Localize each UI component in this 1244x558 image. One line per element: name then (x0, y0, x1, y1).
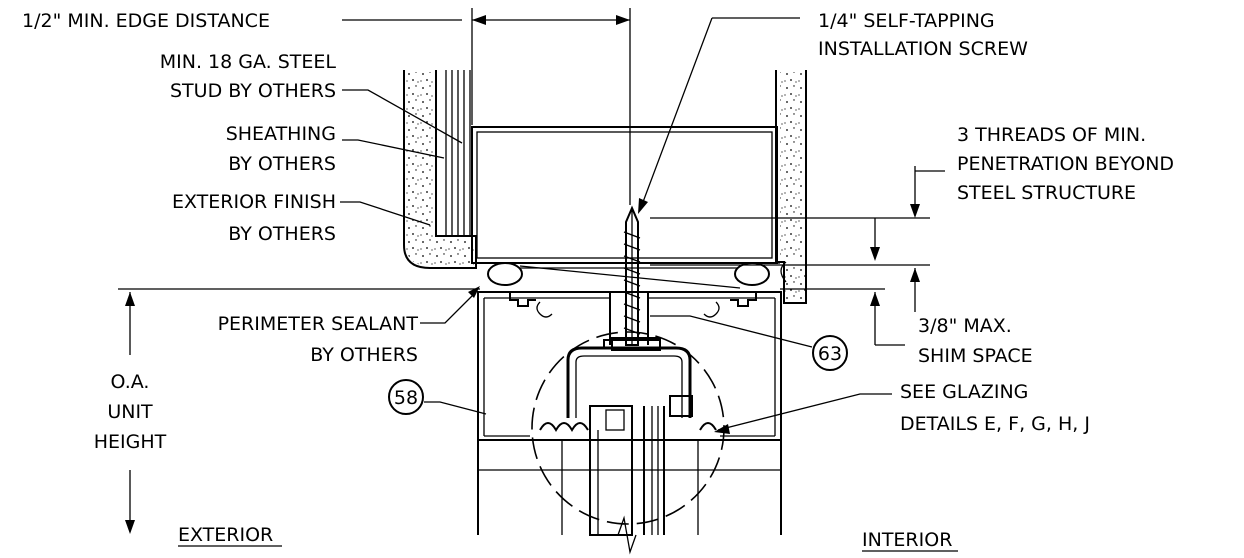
glazing-label-line1: SEE GLAZING (900, 381, 1028, 403)
steel-stud-header (471, 126, 778, 264)
finish-label-line1: EXTERIOR FINISH (172, 191, 336, 213)
exterior-finish-left (403, 70, 477, 269)
exterior-finish-right (775, 70, 807, 304)
callout-58-bubble (388, 379, 424, 415)
sealant-bead-right (734, 262, 770, 286)
screw-label-line2: INSTALLATION SCREW (818, 38, 1028, 60)
oa-label-line2: UNIT (107, 401, 153, 423)
screw-label-line1: 1/4" SELF-TAPPING (818, 10, 995, 32)
frame-head-extrusion (477, 291, 782, 441)
frame-jambs (477, 440, 782, 535)
shim-dimension (780, 268, 920, 346)
threads-dimension (650, 166, 945, 266)
callout-58-label: 58 (394, 387, 418, 409)
interior-label: INTERIOR (862, 529, 952, 551)
glass-unit (589, 405, 665, 555)
edge-distance-label: 1/2" MIN. EDGE DISTANCE (22, 10, 270, 32)
sheathing-label-line2: BY OTHERS (228, 153, 336, 175)
shim-label-line2: SHIM SPACE (918, 345, 1033, 367)
installation-screw (603, 205, 661, 349)
oa-height-dimension (118, 288, 480, 534)
finish-label-line2: BY OTHERS (228, 223, 336, 245)
exterior-label: EXTERIOR (178, 524, 273, 546)
threads-label-line3: STEEL STRUCTURE (957, 182, 1136, 204)
oa-label-line1: O.A. (111, 371, 150, 393)
glazing-label-line2: DETAILS E, F, G, H, J (900, 413, 1090, 435)
edge-distance-dimension (342, 8, 631, 205)
sealant-label-line2: BY OTHERS (310, 344, 418, 366)
glazing-detail-circle (531, 331, 725, 525)
stud-label-line1: MIN. 18 GA. STEEL (160, 51, 337, 73)
stud-label-line2: STUD BY OTHERS (170, 80, 336, 102)
sheathing-left (435, 70, 471, 236)
shim-label-line1: 3/8" MAX. (918, 315, 1012, 337)
threads-label-line2: PENETRATION BEYOND (957, 153, 1174, 175)
sheathing-label-line1: SHEATHING (226, 123, 336, 145)
sealant-label-line1: PERIMETER SEALANT (218, 313, 419, 335)
oa-label-line3: HEIGHT (94, 431, 167, 453)
callout-63-label: 63 (818, 343, 842, 365)
callout-63-bubble (812, 335, 848, 371)
leader-lines (340, 17, 892, 434)
threads-label-line1: 3 THREADS OF MIN. (957, 124, 1146, 146)
sealant-bead-left (487, 262, 523, 286)
